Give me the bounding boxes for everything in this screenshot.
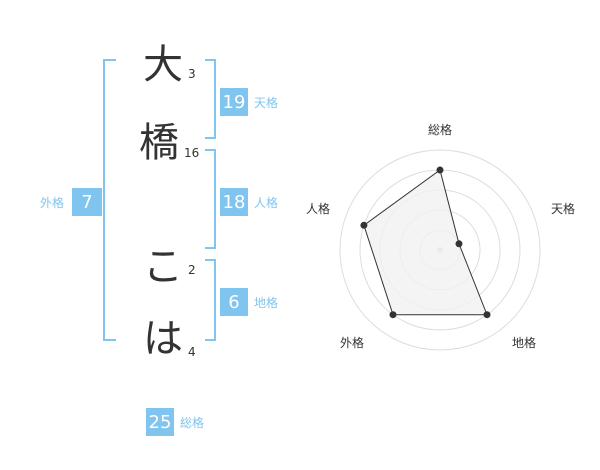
chikaku-bracket	[205, 259, 216, 341]
soukaku-label: 総格	[180, 415, 204, 430]
name-char-1: 大	[143, 42, 183, 88]
jinkaku-value: 18	[223, 192, 246, 213]
radar-axis-label-gaikaku: 外格	[340, 335, 364, 350]
stroke-count-2: 16	[184, 146, 199, 160]
radar-point-5	[360, 221, 368, 229]
name-char-2: 橋	[139, 120, 179, 166]
soukaku-box	[146, 408, 174, 436]
tenkaku-bracket	[205, 59, 216, 139]
radar-axis-label-jinkaku: 人格	[306, 201, 330, 216]
radar-point-4	[389, 311, 397, 319]
tenkaku-value: 19	[223, 92, 246, 113]
chikaku-value: 6	[228, 292, 239, 313]
gaikaku-value: 7	[81, 192, 92, 213]
radar-point-1	[436, 166, 444, 174]
chikaku-box	[220, 288, 248, 316]
name-char-4: は	[143, 316, 183, 362]
gaikaku-label: 外格	[40, 195, 64, 210]
radar-axis-label-soukaku: 総格	[428, 122, 452, 137]
radar-axis-label-tenkaku: 天格	[551, 201, 575, 216]
radar-point-2	[455, 240, 463, 248]
jinkaku-label: 人格	[254, 195, 278, 210]
jinkaku-bracket	[205, 149, 216, 249]
radar-chart: 総格 天格 地格 外格 人格	[306, 122, 575, 351]
radar-axis-label-chikaku: 地格	[512, 335, 536, 350]
radar-point-3	[483, 311, 491, 319]
name-char-3: こ	[143, 244, 183, 290]
gaikaku-bracket	[103, 59, 116, 341]
stroke-count-4: 4	[188, 345, 196, 359]
radar-area	[363, 169, 488, 316]
soukaku-value: 25	[149, 412, 172, 433]
jinkaku-box	[220, 188, 248, 216]
chikaku-label: 地格	[254, 295, 278, 310]
stroke-count-3: 2	[188, 263, 196, 277]
radar-ring-5	[339, 149, 541, 351]
stroke-count-1: 3	[188, 67, 196, 81]
tenkaku-label: 天格	[254, 95, 278, 110]
tenkaku-box	[220, 88, 248, 116]
gaikaku-box	[72, 188, 102, 216]
